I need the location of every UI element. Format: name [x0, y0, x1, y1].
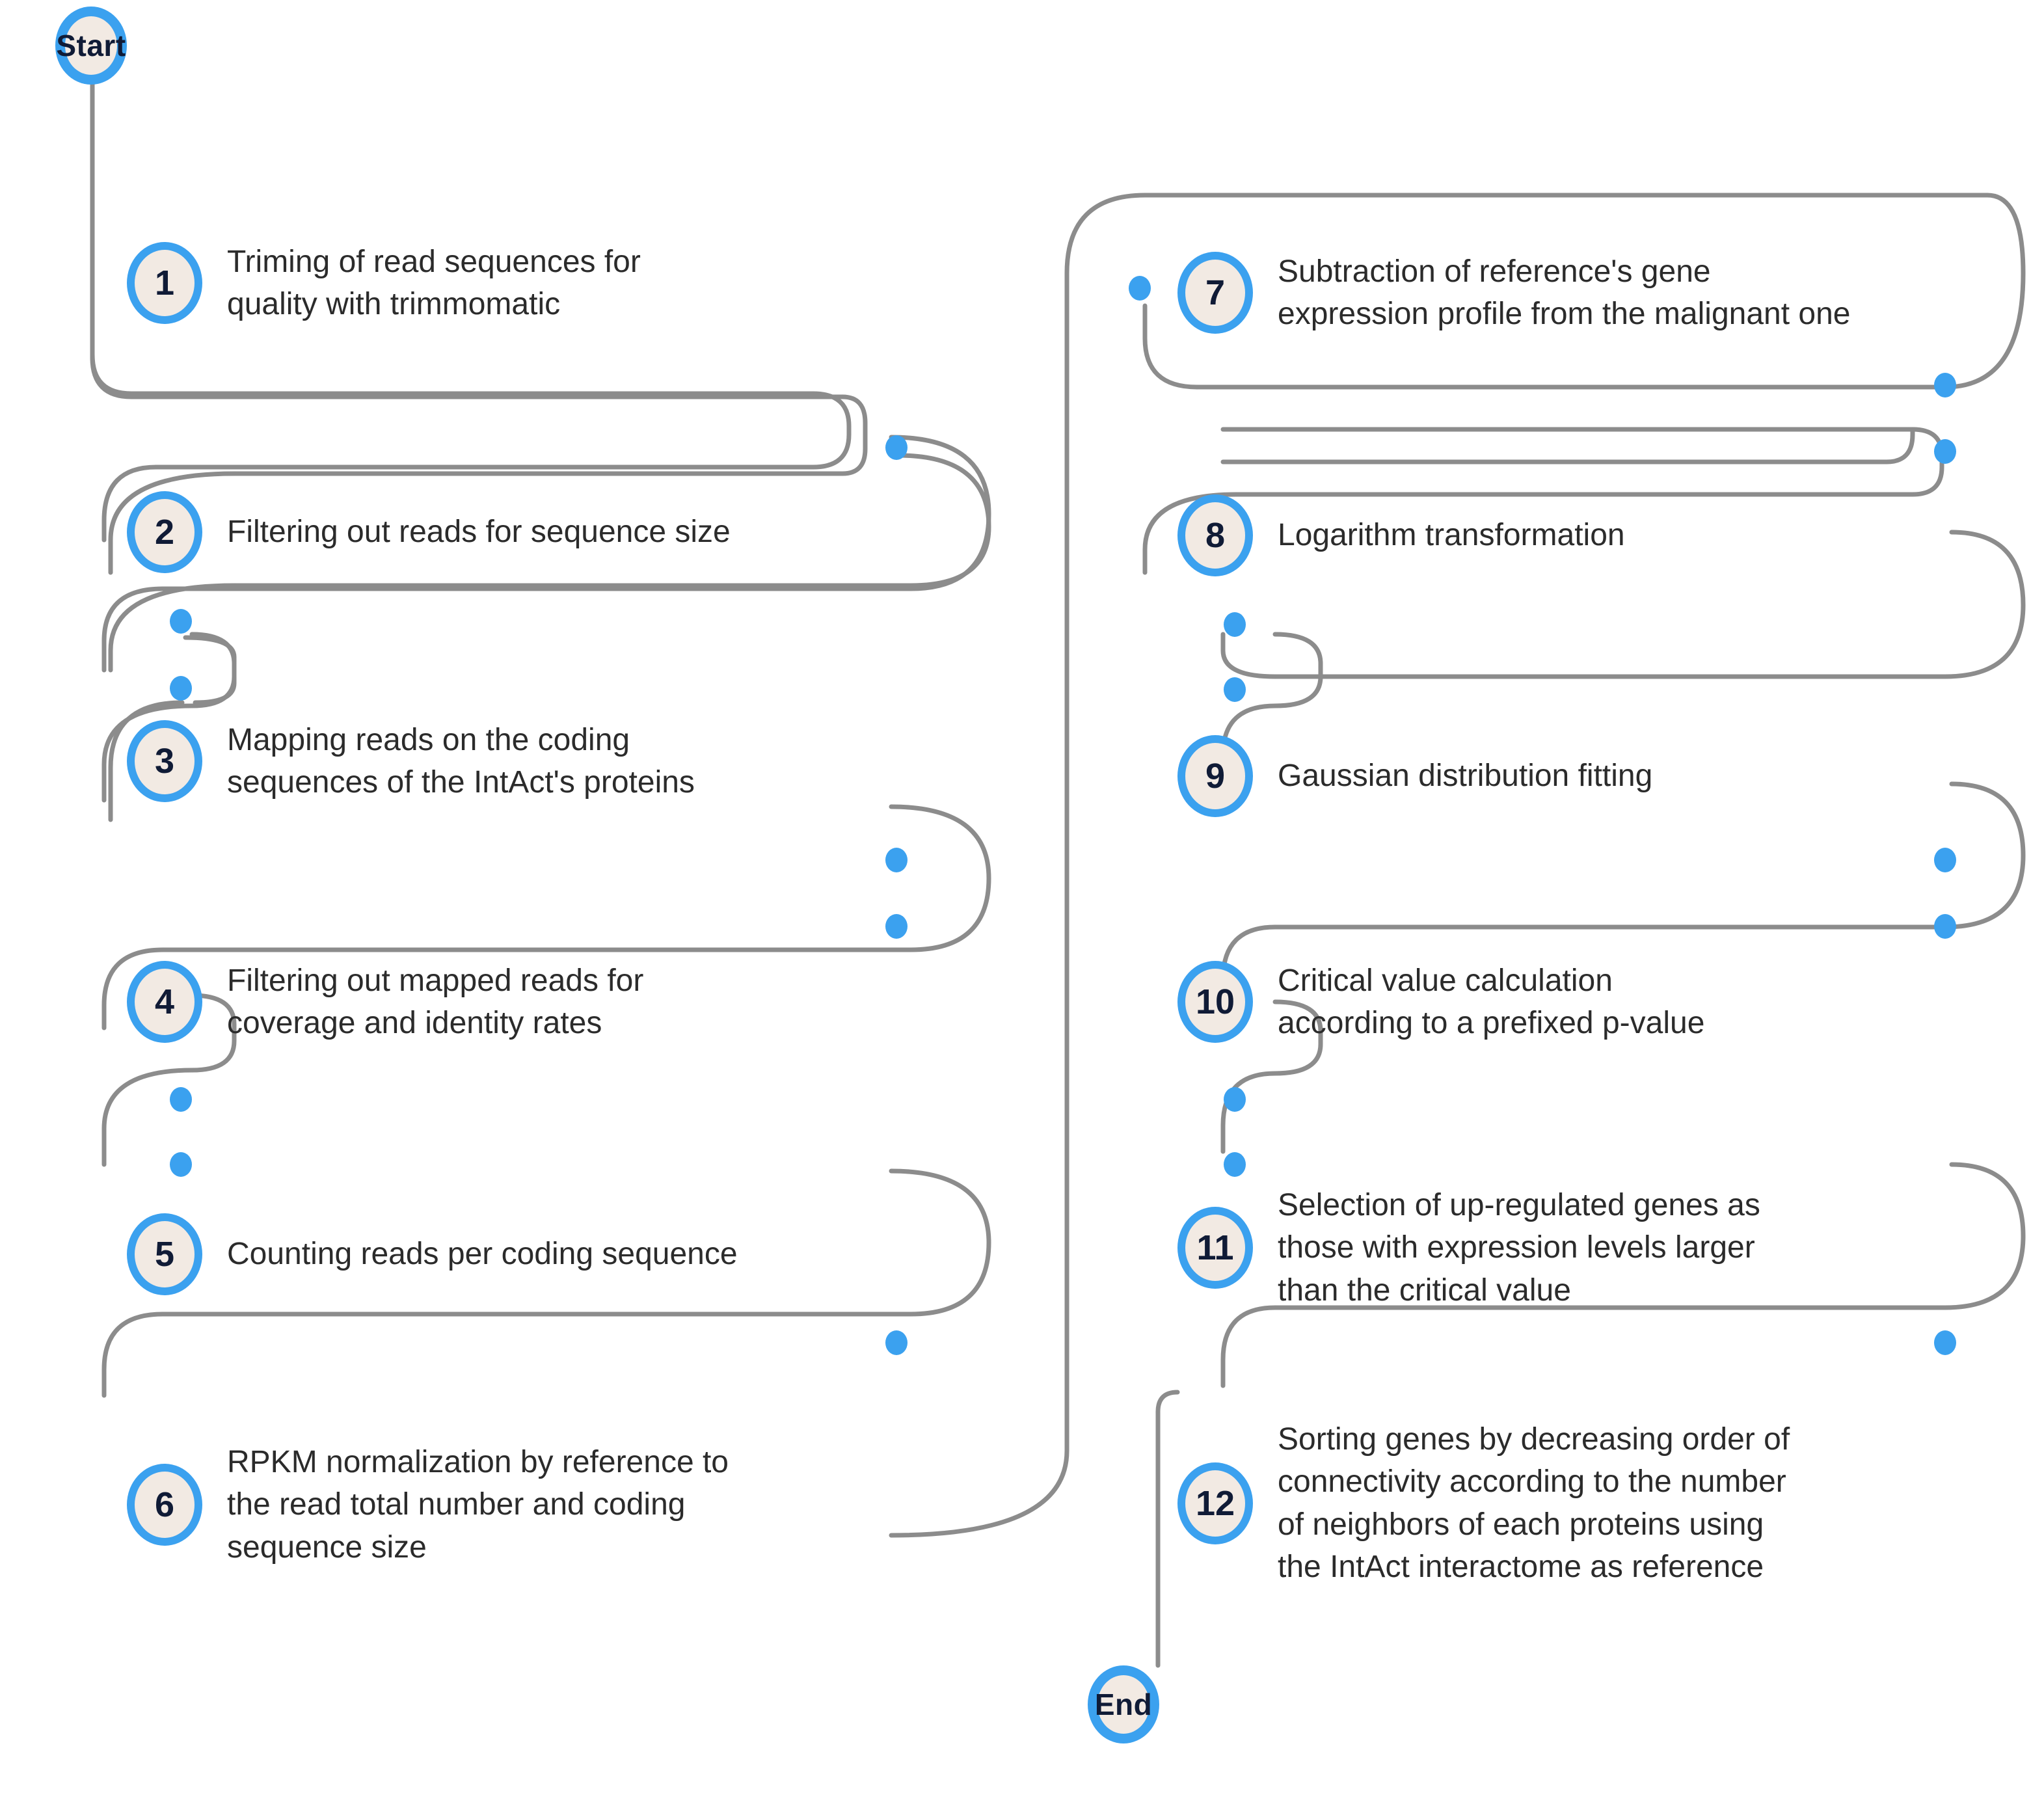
step-number-2: 2 [154, 513, 175, 552]
step-number-8: 8 [1205, 516, 1226, 555]
wire-2-left [108, 583, 237, 673]
step-number-circle-1: 1 [127, 242, 202, 325]
step-node-9[interactable]: 9 Gaussian distribution fitting [1177, 735, 1652, 817]
step-number-circle-3: 3 [127, 720, 202, 803]
step-number-circle-6: 6 [127, 1463, 202, 1546]
step-number-circle-2: 2 [127, 491, 202, 573]
step-number-circle-12: 12 [1177, 1462, 1253, 1544]
step-number-circle-9: 9 [1177, 735, 1253, 817]
step-node-10[interactable]: 10 Critical value calculation according … [1177, 960, 1704, 1045]
wire-1-stub [232, 394, 868, 476]
step-label-6: RPKM normalization by reference to the r… [227, 1445, 729, 1565]
step-label-9: Gaussian distribution fitting [1278, 759, 1653, 794]
step-number-4: 4 [154, 982, 175, 1022]
step-number-circle-5: 5 [127, 1213, 202, 1295]
step-number-circle-10: 10 [1177, 961, 1253, 1043]
end-node-label: End [1094, 1688, 1153, 1721]
step-number-circle-4: 4 [127, 961, 202, 1043]
step-node-2[interactable]: 2 Filtering out reads for sequence size [127, 491, 731, 573]
step-node-12[interactable]: 12 Sorting genes by decreasing order of … [1177, 1418, 1790, 1588]
wire-2-stub [183, 635, 237, 705]
step-label-4: Filtering out mapped reads for coverage … [227, 963, 644, 1041]
step-number-circle-11: 11 [1177, 1206, 1253, 1289]
step-label-11: Selection of up-regulated genes as those… [1278, 1188, 1760, 1308]
step-label-3: Mapping reads on the coding sequences of… [227, 723, 695, 800]
step-number-12: 12 [1195, 1483, 1235, 1523]
step-number-6: 6 [154, 1485, 175, 1524]
step-node-7[interactable]: 7 Subtraction of reference's gene expres… [1177, 250, 1850, 336]
step-node-8[interactable]: 8 Logarithm transformation [1177, 494, 1625, 576]
step-label-12: Sorting genes by decreasing order of con… [1278, 1422, 1790, 1584]
step-number-circle-8: 8 [1177, 494, 1253, 576]
step-number-7: 7 [1205, 273, 1226, 313]
step-label-1: Triming of read sequences for quality wi… [227, 245, 641, 322]
step-node-3[interactable]: 3 Mapping reads on the coding sequences … [127, 719, 695, 804]
start-node-label: Start [56, 29, 126, 62]
step-number-5: 5 [154, 1235, 175, 1274]
step-number-11: 11 [1196, 1228, 1234, 1267]
step-label-8: Logarithm transformation [1278, 518, 1625, 553]
start-node[interactable]: Start [55, 7, 127, 85]
end-node[interactable]: End [1088, 1665, 1159, 1743]
step-node-5[interactable]: 5 Counting reads per coding sequence [127, 1213, 738, 1295]
step-node-6[interactable]: 6 RPKM normalization by reference to the… [127, 1441, 729, 1568]
step-number-10: 10 [1195, 982, 1235, 1022]
step-label-5: Counting reads per coding sequence [227, 1237, 738, 1272]
step-node-11[interactable]: 11 Selection of up-regulated genes as th… [1177, 1184, 1760, 1312]
step-label-7: Subtraction of reference's gene expressi… [1278, 254, 1851, 332]
step-number-1: 1 [154, 263, 175, 303]
step-node-4[interactable]: 4 Filtering out mapped reads for coverag… [127, 960, 643, 1045]
step-node-1[interactable]: 1 Triming of read sequences for quality … [127, 241, 641, 326]
step-number-3: 3 [154, 742, 175, 781]
step-number-circle-7: 7 [1177, 252, 1253, 334]
step-label-10: Critical value calculation according to … [1278, 963, 1705, 1041]
step-number-9: 9 [1205, 757, 1226, 796]
step-label-2: Filtering out reads for sequence size [227, 515, 731, 550]
